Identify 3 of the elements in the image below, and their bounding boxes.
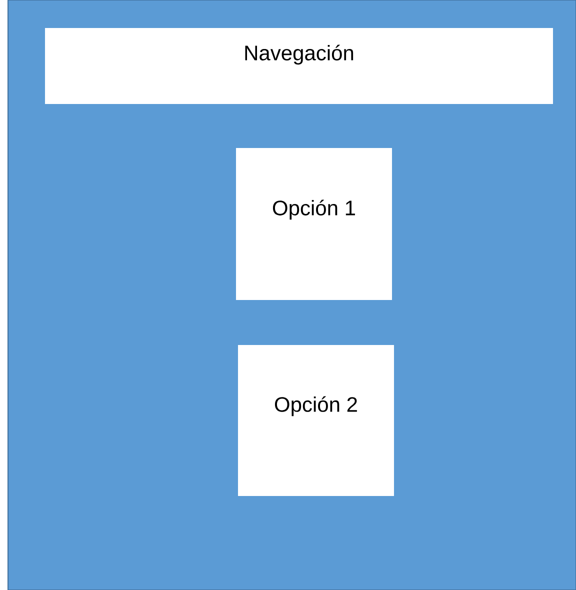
- menu-box: Opción 2: [238, 345, 394, 496]
- menu-box: Navegación: [45, 28, 553, 104]
- menu-box: Opción 1: [236, 148, 392, 300]
